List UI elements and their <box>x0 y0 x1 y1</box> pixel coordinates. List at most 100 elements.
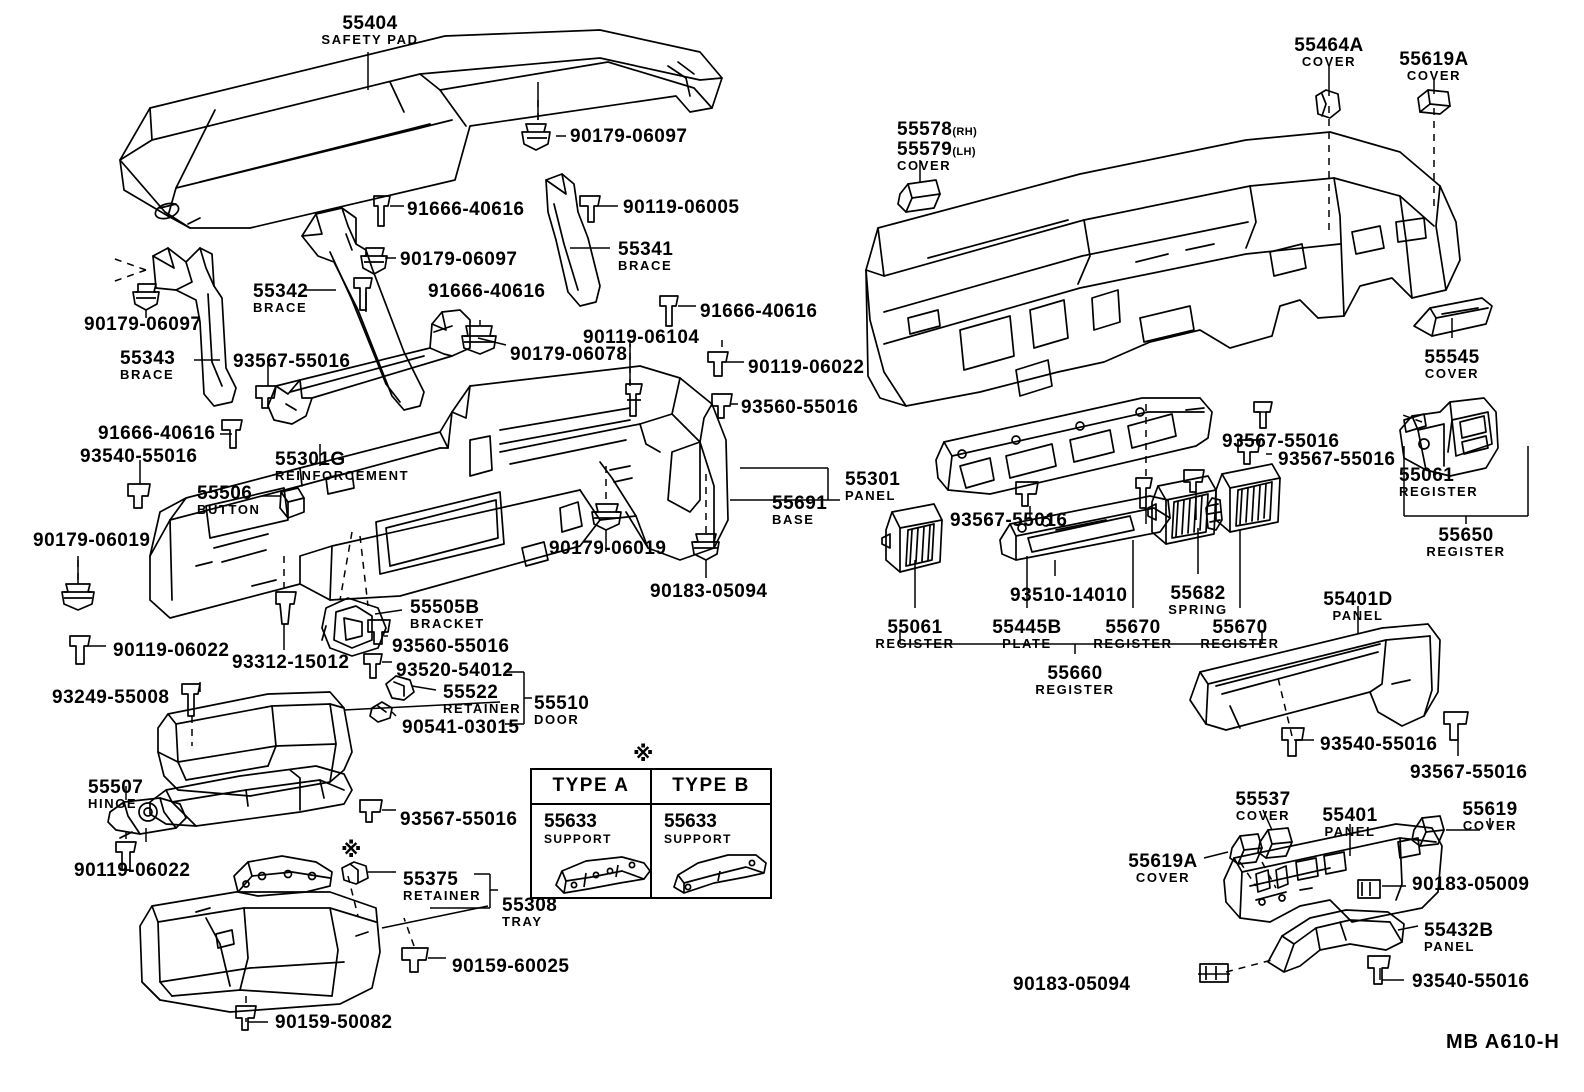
callout-93567-55016: 93567-55016 <box>950 511 1068 530</box>
callout-part-name: PANEL <box>1332 608 1384 623</box>
part-panel-55432b <box>1267 909 1405 973</box>
callout-part-number: 55670 <box>1105 617 1161 638</box>
fastener-93567-55016-e <box>1237 439 1261 465</box>
callout-part-number: 55401 <box>1322 805 1378 826</box>
callout-part-number: 55506 <box>197 483 253 504</box>
part-panel-55301 <box>149 365 729 619</box>
callout-part-number: 55464A <box>1294 35 1364 56</box>
callout-part-number: 90179-06019 <box>549 538 667 559</box>
fastener-90119-06022-b <box>69 635 91 665</box>
callout-part-number: 93567-55016 <box>1222 431 1340 452</box>
callout-part-number: 55341 <box>618 239 674 260</box>
callout-part-number: 55404 <box>342 13 398 34</box>
part-register-55660 <box>935 397 1213 495</box>
callout-part-name: HINGE <box>88 796 138 811</box>
callout-part-number: 55691 <box>772 493 828 514</box>
part-brace-55341 <box>545 173 601 307</box>
callout-part-number: 55507 <box>88 777 144 798</box>
callout-part-number: 90179-06019 <box>33 530 151 551</box>
callout-part-number: 55619A <box>1128 851 1198 872</box>
callout-part-number: 93567-55016 <box>1278 449 1396 470</box>
callout-90179-06078: 90179-06078 <box>510 345 628 364</box>
type-a-part-no: 55633 <box>544 811 597 832</box>
part-register-55061-left <box>881 503 943 573</box>
part-register-55650 <box>1399 397 1499 477</box>
part-retainer-55375 <box>341 861 369 885</box>
fastener-90159-50082 <box>235 1005 257 1031</box>
callout-90183-05009: 90183-05009 <box>1412 875 1530 894</box>
part-plate-55445b <box>999 495 1171 561</box>
fastener-91666-40616-d <box>221 419 243 449</box>
callout-part-number: 90159-50082 <box>275 1012 393 1033</box>
callout-part-number: 55650 <box>1438 525 1494 546</box>
fastener-93520-54012 <box>363 653 383 679</box>
callout-part-number: 90119-06022 <box>748 357 865 378</box>
part-hinge-55507 <box>107 797 187 839</box>
callout-part-name: COVER <box>1301 54 1357 69</box>
callout-90179-06019: 90179-06019 <box>33 531 151 550</box>
callout-part-name: PANEL <box>1424 939 1476 954</box>
callout-part-name: COVER <box>1424 366 1480 381</box>
callout-part-number: 55619 <box>1462 799 1518 820</box>
callout-93560-55016: 93560-55016 <box>741 398 859 417</box>
fastener-90119-06022-c <box>115 841 137 871</box>
callout-part-number: 55301 <box>845 469 901 490</box>
type-b-header: TYPE B <box>652 770 770 805</box>
callout-part-number: 93560-55016 <box>392 636 510 657</box>
callout-91666-40616: 91666-40616 <box>428 282 546 301</box>
callout-part-number: 93312-15012 <box>232 652 350 673</box>
callout-91666-40616: 91666-40616 <box>700 302 818 321</box>
fastener-90119-06005 <box>579 195 601 223</box>
callout-90179-06097: 90179-06097 <box>570 127 688 146</box>
fastener-90183-05009 <box>1357 879 1381 899</box>
callout-part-name: RETAINER <box>443 701 522 716</box>
callout-part-name: REGISTER <box>1426 544 1506 559</box>
callout-part-name: COVER <box>897 158 952 173</box>
callout-part-number: 93249-55008 <box>52 687 170 708</box>
callout-90541-03015: 90541-03015 <box>402 718 520 737</box>
callout-part-name: BRACE <box>253 300 308 315</box>
part-bracket-55505b <box>321 597 387 657</box>
part-cover-55464a <box>1315 89 1341 119</box>
fastener-91666-40616-b <box>353 277 373 311</box>
callout-part-number: 55537 <box>1235 789 1291 810</box>
callout-part-number: 91666-40616 <box>428 281 546 302</box>
fastener-93510-14010 <box>1135 477 1153 509</box>
part-panel-55401d <box>1189 623 1441 731</box>
callout-part-number: 90541-03015 <box>402 717 520 738</box>
callout-90119-06022: 90119-06022 <box>748 358 864 377</box>
callout-part-number: 90179-06097 <box>570 126 688 147</box>
callout-part-name: SPRING <box>1168 602 1228 617</box>
callout-part-name: REGISTER <box>875 636 955 651</box>
type-b-part-no: 55633 <box>664 811 717 832</box>
callout-93312-15012: 93312-15012 <box>232 653 350 672</box>
callout-part-number: 55682 <box>1170 583 1226 604</box>
callout-part-number: 90119-06022 <box>74 860 191 881</box>
callout-part-number: 55579(LH) <box>897 139 976 160</box>
part-cover-55619a-lower <box>1229 833 1263 865</box>
callout-part-name: DOOR <box>534 712 580 727</box>
callout-part-name: REGISTER <box>1093 636 1173 651</box>
asterisk-marker-table: ※ <box>633 743 654 766</box>
callout-part-number: 90119-06104 <box>583 327 700 348</box>
callout-part-name: BRACE <box>618 258 673 273</box>
part-brace-55343 <box>152 247 237 407</box>
fastener-90183-05094-b <box>1199 963 1229 983</box>
callout-part-number: 90119-06022 <box>113 640 230 661</box>
fastener-90179-06097-b <box>360 247 388 275</box>
callout-part-number: 55670 <box>1212 617 1268 638</box>
callout-part-number: 55432B <box>1424 920 1494 941</box>
callout-part-name: BASE <box>772 512 815 527</box>
callout-part-number: 55619A <box>1399 49 1469 70</box>
fastener-93540-55016-a <box>127 483 151 509</box>
